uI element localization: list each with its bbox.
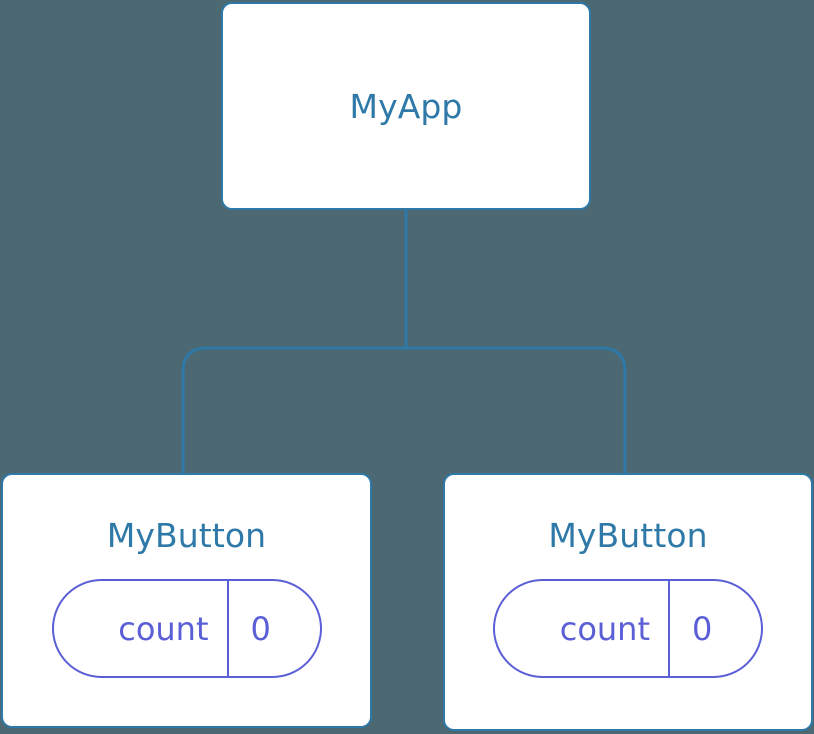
prop-value: 0 — [226, 581, 320, 676]
node-label: MyApp — [349, 86, 463, 126]
edge-to-child-1 — [406, 346, 627, 476]
prop-pill[interactable]: count 0 — [493, 579, 763, 678]
node-label-wrap: MyButton — [548, 519, 707, 552]
prop-key: count — [559, 609, 650, 648]
node-myapp[interactable]: MyApp — [221, 2, 591, 210]
node-label-wrap: MyButton — [107, 519, 266, 552]
prop-pill[interactable]: count 0 — [51, 579, 322, 678]
prop-value: 0 — [668, 581, 761, 676]
edge-to-child-0 — [181, 346, 406, 476]
node-label: MyButton — [106, 516, 267, 555]
prop-key: count — [118, 609, 209, 648]
node-label: MyButton — [548, 516, 708, 555]
node-mybutton-0[interactable]: MyButton count 0 — [1, 473, 372, 728]
node-mybutton-1[interactable]: MyButton count 0 — [443, 473, 813, 731]
